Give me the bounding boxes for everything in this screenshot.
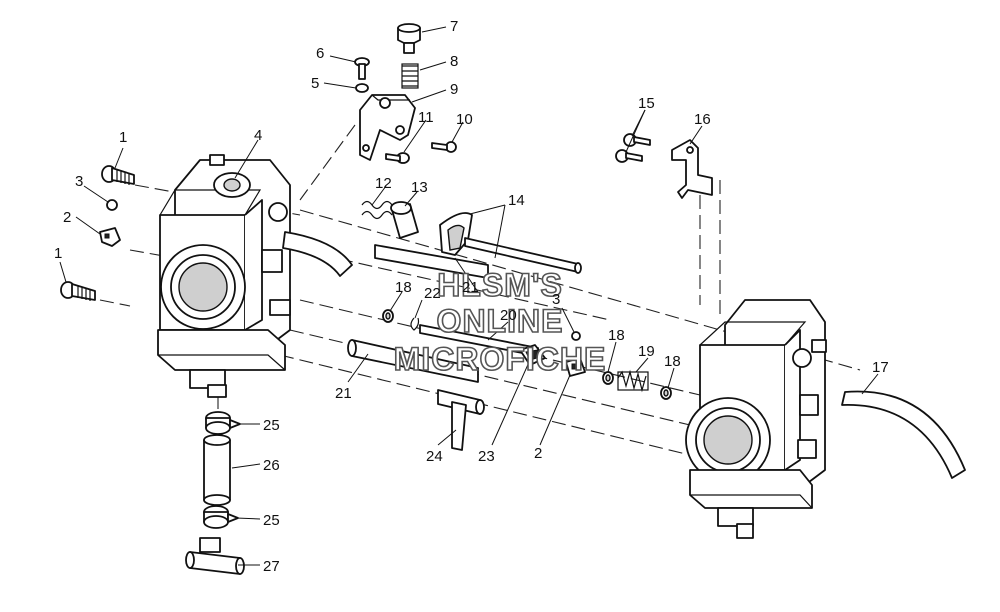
callout-25-upper: 25 bbox=[263, 417, 280, 434]
left-carburetor bbox=[157, 154, 291, 398]
callout-27: 27 bbox=[263, 558, 280, 575]
fuel-line-parts bbox=[185, 411, 245, 575]
callout-3-center: 3 bbox=[552, 291, 560, 308]
callout-labels: 1 1 2 2 3 3 4 5 6 7 8 9 10 11 12 13 14 1… bbox=[54, 18, 889, 575]
center-parts bbox=[347, 200, 672, 451]
callout-19: 19 bbox=[638, 343, 655, 360]
callout-25-lower: 25 bbox=[263, 512, 280, 529]
callout-12: 12 bbox=[375, 175, 392, 192]
callout-18-right: 18 bbox=[664, 353, 681, 370]
callout-5: 5 bbox=[311, 75, 319, 92]
watermark: HLSM'S ONLINE MICROFICHE bbox=[393, 266, 607, 378]
callout-18-left: 18 bbox=[395, 279, 412, 296]
left-vent-hose bbox=[282, 231, 353, 277]
callout-24: 24 bbox=[426, 448, 443, 465]
callout-13: 13 bbox=[411, 179, 428, 196]
callout-1-upper: 1 bbox=[119, 129, 127, 146]
callout-6: 6 bbox=[316, 45, 324, 62]
watermark-line-3: MICROFICHE bbox=[394, 341, 607, 377]
callout-21-upper: 21 bbox=[462, 279, 479, 296]
right-bracket-assembly bbox=[615, 133, 713, 199]
callout-18-center: 18 bbox=[608, 327, 625, 344]
callout-17: 17 bbox=[872, 359, 889, 376]
callout-15: 15 bbox=[638, 95, 655, 112]
callout-4: 4 bbox=[254, 127, 262, 144]
watermark-line-2: ONLINE bbox=[437, 303, 564, 339]
callout-10: 10 bbox=[456, 111, 473, 128]
throttle-bracket-assembly bbox=[354, 23, 457, 164]
callout-16: 16 bbox=[694, 111, 711, 128]
callout-2-left: 2 bbox=[63, 209, 71, 226]
callout-26: 26 bbox=[263, 457, 280, 474]
callout-2-center: 2 bbox=[534, 445, 542, 462]
callout-22: 22 bbox=[424, 285, 441, 302]
right-carburetor bbox=[685, 299, 827, 539]
callout-9: 9 bbox=[450, 81, 458, 98]
callout-8: 8 bbox=[450, 53, 458, 70]
leader-lines bbox=[59, 26, 879, 566]
callout-3-left: 3 bbox=[75, 173, 83, 190]
callout-23: 23 bbox=[478, 448, 495, 465]
callout-11: 11 bbox=[418, 109, 434, 126]
right-fuel-hose bbox=[841, 390, 966, 479]
callout-21-lower: 21 bbox=[335, 385, 352, 402]
callout-7: 7 bbox=[450, 18, 458, 35]
callout-14: 14 bbox=[508, 192, 525, 209]
callout-1-lower: 1 bbox=[54, 245, 62, 262]
watermark-line-1: HLSM'S bbox=[437, 267, 563, 303]
callout-20: 20 bbox=[500, 307, 517, 324]
left-side-hardware bbox=[60, 165, 135, 301]
